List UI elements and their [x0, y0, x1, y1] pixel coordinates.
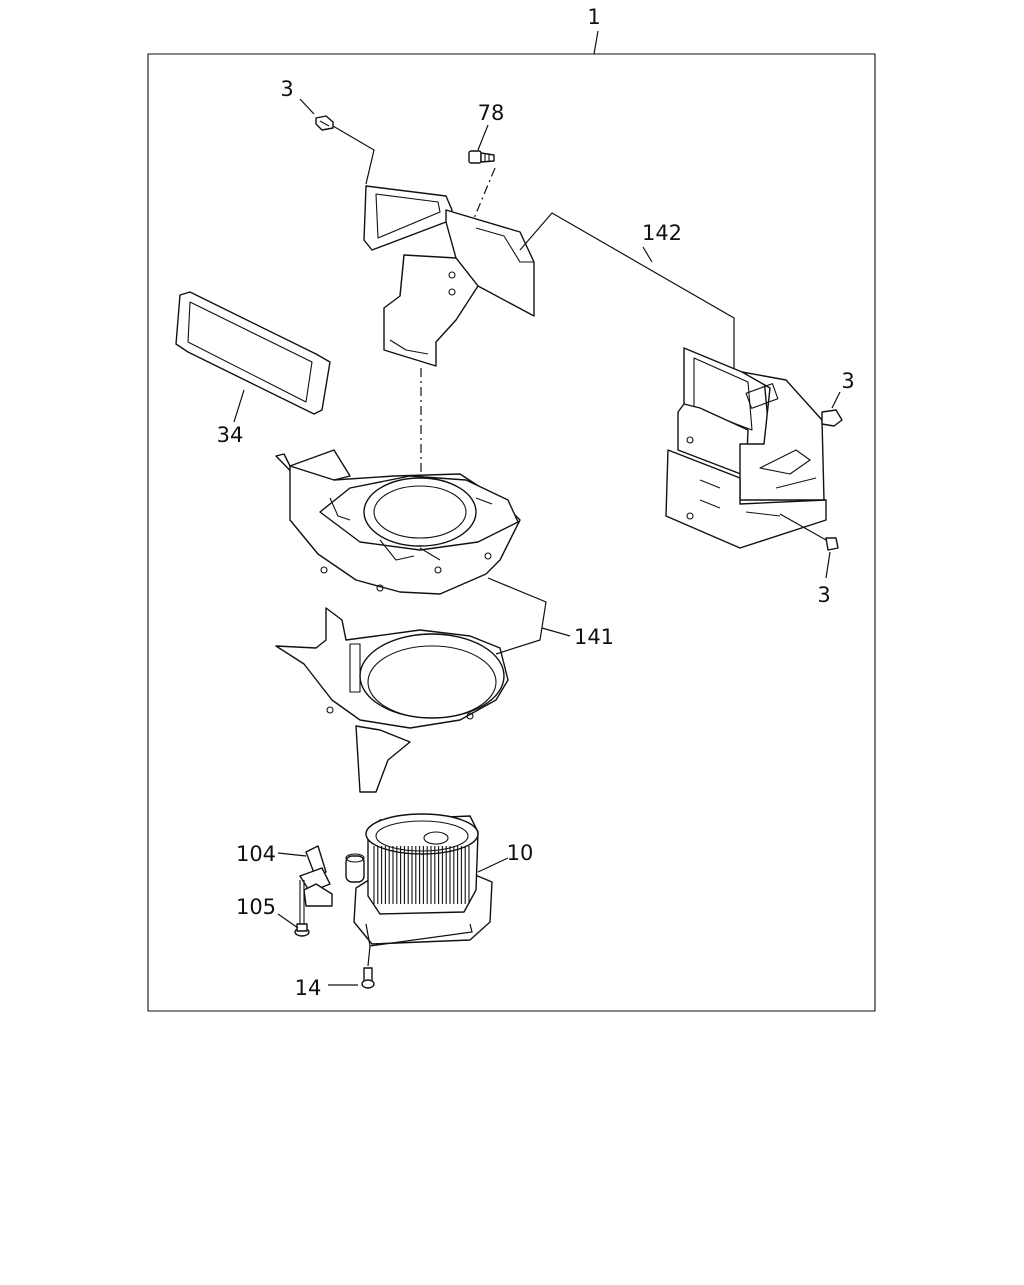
resistor-104[interactable]	[299, 845, 333, 907]
upper-case[interactable]	[275, 449, 521, 595]
screw-14[interactable]	[361, 967, 375, 989]
upper-duct[interactable]	[363, 185, 535, 367]
leader-141	[487, 577, 547, 655]
blower-motor-10[interactable]	[345, 813, 493, 945]
callout-141[interactable]: 141	[574, 625, 614, 649]
leader-assembly	[593, 30, 599, 55]
callout-14[interactable]: 14	[295, 976, 322, 1000]
callout-3-right-upper[interactable]: 3	[841, 369, 854, 393]
callout-104[interactable]: 104	[236, 842, 276, 866]
heater-unit-142[interactable]	[665, 347, 827, 549]
bolt-78[interactable]	[468, 150, 495, 164]
centerline-bolt-78	[469, 167, 496, 229]
callout-78[interactable]: 78	[478, 101, 505, 125]
screw-105[interactable]	[294, 880, 310, 937]
callout-1[interactable]: 1	[587, 5, 600, 29]
callout-3-right-lower[interactable]: 3	[817, 583, 830, 607]
filter-seal-34[interactable]	[175, 291, 331, 415]
leader-clip-upper-left	[332, 125, 375, 185]
clip-upper-left[interactable]	[315, 115, 334, 131]
leader-14-bracket	[365, 923, 473, 947]
callout-10[interactable]: 10	[507, 841, 534, 865]
leader-142	[519, 212, 735, 374]
assembly-frame	[147, 53, 876, 1012]
clip-right-upper[interactable]	[821, 409, 843, 427]
callout-34[interactable]: 34	[217, 423, 244, 447]
lower-case[interactable]	[275, 607, 509, 793]
callout-105[interactable]: 105	[236, 895, 276, 919]
callout-3-upper-left[interactable]: 3	[280, 77, 293, 101]
clip-right-lower[interactable]	[825, 537, 839, 551]
callout-142[interactable]: 142	[642, 221, 682, 245]
